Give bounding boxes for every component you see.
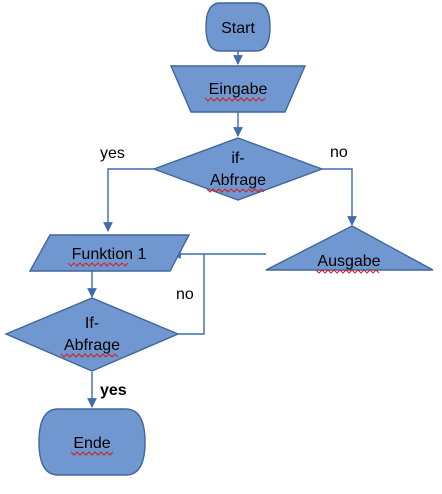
- spellcheck-underline: [204, 97, 266, 102]
- spellcheck-underline: [67, 262, 129, 267]
- spellcheck-underline: [60, 353, 119, 358]
- decision2-yes-label: yes: [100, 382, 127, 399]
- input-node: Eingabe: [169, 65, 307, 113]
- decision2-no-label: no: [176, 286, 194, 303]
- function1-label: Funktion 1: [72, 246, 147, 263]
- output-node: Ausgabe: [265, 225, 434, 274]
- decision1-label-line1: if-: [231, 150, 244, 167]
- decision2-label-line2: Abfrage: [64, 337, 120, 354]
- spellcheck-underline: [206, 188, 265, 193]
- decision1-no-label: no: [330, 144, 348, 161]
- decision2-label-line1: If-: [85, 315, 99, 332]
- decision1-node: if- Abfrage: [151, 137, 325, 201]
- start-node: Start: [205, 2, 271, 52]
- spellcheck-underline: [315, 269, 380, 274]
- edge-decision1-no: [322, 168, 357, 226]
- decision1-label-line2: Abfrage: [210, 172, 266, 189]
- spellcheck-underline: [70, 451, 114, 456]
- end-label: Ende: [73, 435, 110, 452]
- decision1-yes-label: yes: [100, 145, 125, 162]
- start-label: Start: [221, 20, 255, 37]
- function1-node: Funktion 1: [28, 234, 191, 272]
- edge-decision2-no: [178, 254, 205, 335]
- end-node: Ende: [38, 408, 146, 476]
- output-label: Ausgabe: [317, 253, 380, 270]
- edge-decision1-yes: [103, 168, 154, 232]
- input-label: Eingabe: [209, 81, 268, 98]
- decision2-node: If- Abfrage: [4, 297, 180, 372]
